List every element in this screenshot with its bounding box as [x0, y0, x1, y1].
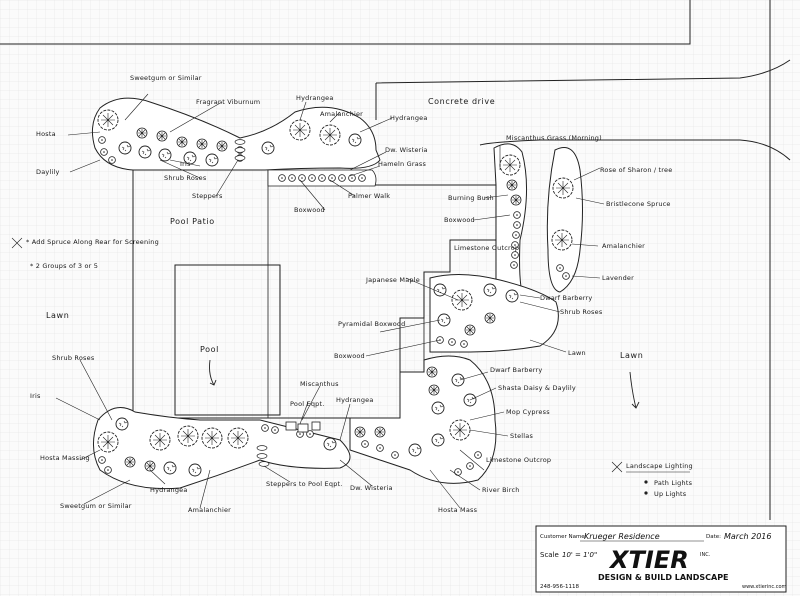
label-hameln-grass: Hameln Grass: [378, 160, 426, 168]
label-japanese-maple: Japanese Maple: [365, 276, 420, 284]
label-pool-eqpt: Pool Eqpt.: [290, 400, 325, 408]
date-label: Date:: [706, 534, 721, 540]
customer-value: Krueger Residence: [584, 532, 660, 541]
label-lawn-1: Lawn: [568, 349, 586, 357]
lighting-legend: Landscape Lighting Path Lights Up Lights: [611, 461, 693, 498]
up-light-symbol: [644, 491, 648, 495]
label-pool-patio: Pool Patio: [170, 217, 215, 226]
label-lawn-left: Lawn: [46, 311, 69, 320]
label-river-birch: River Birch: [482, 486, 520, 494]
label-boxwood-1: Boxwood: [294, 206, 325, 214]
label-miscanthus: Miscanthus Grass (Morning): [506, 134, 602, 142]
label-dw-wisteria: Dw. Wisteria: [385, 146, 428, 154]
label-shrub-roses-3: Shrub Roses: [52, 354, 95, 362]
label-fragrant-viburnum: Fragrant Viburnum: [196, 98, 260, 106]
title-block: Customer Name: Krueger Residence Date: M…: [535, 525, 787, 593]
label-lawn-2: Lawn: [620, 351, 643, 360]
label-iris-2: Iris: [30, 392, 41, 400]
label-amalanchier-3: Amalanchier: [188, 506, 231, 514]
label-iris-1: Iris: [180, 160, 191, 168]
label-stellas: Stellas: [510, 432, 533, 440]
customer-label: Customer Name:: [540, 534, 587, 540]
company-website: www.xtierinc.com: [742, 584, 787, 590]
label-shasta-daisy: Shasta Daisy & Daylily: [498, 384, 576, 392]
label-lavender: Lavender: [602, 274, 634, 282]
label-limestone-outcrop-2: Limestone Outcrop: [486, 456, 551, 464]
label-palmer-walk: Palmer Walk: [348, 192, 390, 200]
label-hosta-mass: Hosta Mass: [438, 506, 478, 514]
label-pyramidal-boxwood: Pyramidal Boxwood: [338, 320, 405, 328]
label-limestone-outcrop-1: Limestone Outcrop: [454, 244, 519, 252]
company-logo: XTIER: [608, 546, 689, 574]
label-dwarf-barberry-1: Dwarf Barberry: [540, 294, 592, 302]
company-phone: 248-956-1118: [540, 584, 579, 590]
legend-title: Landscape Lighting: [626, 462, 693, 470]
label-bristlecone: Bristlecone Spruce: [606, 200, 671, 208]
label-boxwood-3: Boxwood: [334, 352, 365, 360]
company-tagline: DESIGN & BUILD LANDSCAPE: [598, 573, 729, 582]
label-rose-of-sharon: Rose of Sharon / tree: [600, 166, 672, 174]
label-sweetgum: Sweetgum or Similar: [130, 74, 202, 82]
label-dw-wisteria-2: Dw. Wisteria: [350, 484, 393, 492]
label-miscanthus-2: Miscanthus: [300, 380, 339, 388]
label-shrub-roses-2: Shrub Roses: [560, 308, 603, 316]
label-hydrangea-3: Hydrangea: [150, 486, 188, 494]
label-steppers: Steppers: [192, 192, 223, 200]
legend-item-path-lights: Path Lights: [654, 479, 693, 487]
label-amalanchier-1: Amalanchier: [320, 110, 363, 118]
label-hydrangea-4: Hydrangea: [336, 396, 374, 404]
label-amalanchier-2: Amalanchier: [602, 242, 645, 250]
legend-item-up-lights: Up Lights: [654, 490, 687, 498]
label-hydrangea-1: Hydrangea: [296, 94, 334, 102]
label-pool: Pool: [200, 345, 219, 354]
label-hosta-massing: Hosta Massing: [40, 454, 90, 462]
label-concrete-drive: Concrete drive: [428, 97, 495, 106]
label-sweetgum-2: Sweetgum or Similar: [60, 502, 132, 510]
label-boxwood-2: Boxwood: [444, 216, 475, 224]
label-hosta: Hosta: [36, 130, 56, 138]
spruce-note-2: * 2 Groups of 3 or 5: [30, 262, 98, 270]
label-daylily: Daylily: [36, 168, 60, 176]
label-steppers-to-pool: Steppers to Pool Eqpt.: [266, 480, 343, 488]
label-burning-bush: Burning Bush: [448, 194, 494, 202]
label-shrub-roses-1: Shrub Roses: [164, 174, 207, 182]
scale-value: 10' = 1'0": [562, 551, 597, 559]
label-hydrangea-2: Hydrangea: [390, 114, 428, 122]
spruce-note-1: * Add Spruce Along Rear for Screening: [26, 238, 159, 246]
date-value: March 2016: [724, 532, 771, 541]
path-light-symbol: [644, 480, 648, 484]
label-dwarf-barberry-2: Dwarf Barberry: [490, 366, 542, 374]
scale-label: Scale: [540, 551, 559, 559]
logo-suffix: INC.: [700, 552, 711, 558]
label-mop-cypress: Mop Cypress: [506, 408, 550, 416]
